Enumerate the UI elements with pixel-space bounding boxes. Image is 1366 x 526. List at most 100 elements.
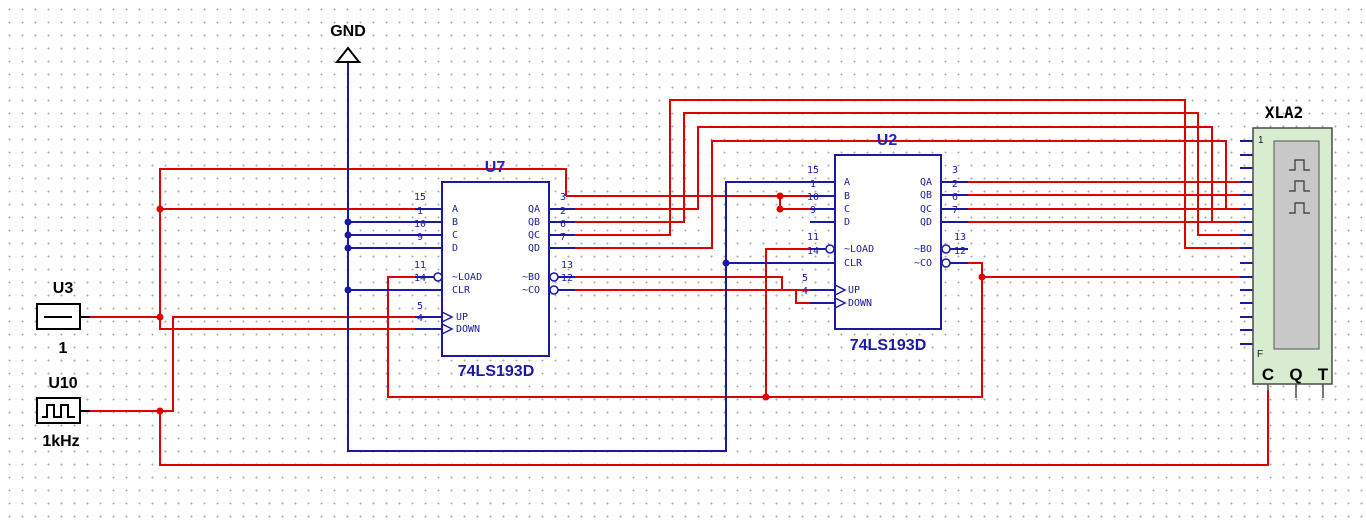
pin-name: D <box>844 217 850 228</box>
junction-dot <box>776 205 784 213</box>
wire-u3-to-u7-a[interactable] <box>159 168 567 317</box>
inversion-bubble-icon <box>549 285 559 295</box>
pin-name: UP <box>456 312 468 323</box>
pin-number: 5 <box>417 301 423 312</box>
pin-number: 4 <box>802 286 808 297</box>
blue-wires <box>347 62 810 452</box>
pin-number: 3 <box>952 165 958 176</box>
xla2-input-pins <box>1240 140 1253 345</box>
wire-clock-to-analyzer[interactable] <box>90 390 1269 466</box>
junction-dot <box>344 286 352 294</box>
u10-clock-source[interactable]: U10 1kHz <box>36 375 90 450</box>
pin-name: ~BO <box>522 272 540 283</box>
u10-value-label: 1kHz <box>42 433 79 450</box>
pin-name: ~LOAD <box>452 272 482 283</box>
pin-name: QB <box>920 190 932 201</box>
wire-u2-co-to-analyzer[interactable] <box>952 262 1240 278</box>
wire-clock-to-u7-up[interactable] <box>160 316 415 412</box>
junction-dot <box>156 407 164 415</box>
pin-number: 2 <box>560 206 566 217</box>
pin-name: C <box>452 230 458 241</box>
u7-body <box>441 181 550 357</box>
inversion-bubble-icon <box>825 244 835 254</box>
pin-name: C <box>844 204 850 215</box>
pin-name: B <box>844 191 850 202</box>
red-wires <box>90 99 1269 466</box>
pin-name: UP <box>848 285 860 296</box>
pin-number: 12 <box>954 246 966 257</box>
u7-chip[interactable]: U7 15 1 10 9 11 14 5 4 A B C D <box>414 159 575 380</box>
pin-number: 14 <box>414 273 426 284</box>
u3-ref-label: U3 <box>53 280 74 297</box>
wire-gnd-bus[interactable] <box>347 62 810 452</box>
wire-u7-qd-to-analyzer[interactable] <box>550 140 1240 249</box>
pin-name: ~CO <box>914 258 932 269</box>
wire-u7-co-to-u2-down[interactable] <box>560 289 810 304</box>
xla2-bottom-label: F <box>1257 349 1263 360</box>
xla2-logic-analyzer[interactable]: XLA2 1 F C Q <box>1240 103 1333 398</box>
junction-dot <box>776 192 784 200</box>
wire-u7-bo-to-u2-up[interactable] <box>560 276 810 291</box>
wire-feedback-to-u2-load[interactable] <box>765 248 826 397</box>
pin-name: CLR <box>452 285 471 296</box>
pin-number: 5 <box>802 273 808 284</box>
pin-number: 9 <box>810 205 816 216</box>
pin-number: 13 <box>561 260 573 271</box>
ground-icon <box>334 46 362 63</box>
pin-name: D <box>452 243 458 254</box>
wire-u7-qa-to-u2-d[interactable] <box>779 196 810 210</box>
junction-dot <box>722 259 730 267</box>
pin-number: 1 <box>417 206 423 217</box>
clock-edge-icon <box>834 284 847 296</box>
pin-number: 6 <box>560 219 566 230</box>
pin-name: QA <box>528 204 540 215</box>
pin-name: ~BO <box>914 244 932 255</box>
gnd-symbol[interactable]: GND <box>330 23 366 63</box>
pin-name: A <box>452 204 458 215</box>
pin-number: 11 <box>807 232 819 243</box>
clock-edge-icon <box>441 311 454 323</box>
junction-dot <box>344 218 352 226</box>
junctions <box>156 192 986 415</box>
u7-ref-label: U7 <box>485 159 506 176</box>
wire-u3-to-u7-down[interactable] <box>90 316 415 330</box>
pin-name: QC <box>920 204 932 215</box>
pin-number: 2 <box>952 179 958 190</box>
pin-number: 9 <box>417 232 423 243</box>
square-wave-icon <box>42 404 75 418</box>
pin-number: 13 <box>954 232 966 243</box>
pin-number: 12 <box>561 273 573 284</box>
gnd-label: GND <box>330 23 366 40</box>
wire-u7-qb-to-analyzer[interactable] <box>550 112 1240 236</box>
pin-name: ~LOAD <box>844 244 874 255</box>
inversion-bubble-icon <box>941 244 951 254</box>
clock-edge-icon <box>834 297 847 309</box>
junction-dot <box>344 231 352 239</box>
pin-number: 10 <box>414 219 426 230</box>
u2-chip[interactable]: U2 15 1 10 9 11 14 5 4 A B C D <box>802 132 968 354</box>
waveform-icon <box>1289 159 1310 214</box>
pin-name: DOWN <box>848 298 872 309</box>
pin-number: 3 <box>560 192 566 203</box>
u3-value-label: 1 <box>59 340 68 357</box>
u10-ref-label: U10 <box>48 375 77 392</box>
pin-name: A <box>844 177 850 188</box>
xla2-pin-c-label: C <box>1262 365 1274 384</box>
pin-name: QD <box>528 243 540 254</box>
pin-number: 15 <box>807 165 819 176</box>
inversion-bubble-icon <box>549 272 559 282</box>
pin-name: CLR <box>844 258 863 269</box>
junction-dot <box>762 393 770 401</box>
wire-u7-qc-to-analyzer[interactable] <box>550 99 1240 249</box>
u2-body <box>834 154 942 330</box>
pin-name: QC <box>528 230 540 241</box>
pin-number: 15 <box>414 192 426 203</box>
wire-feedback-to-u7-load[interactable] <box>387 276 983 398</box>
pin-name: B <box>452 217 458 228</box>
u3-source[interactable]: U3 1 <box>36 280 90 357</box>
wire-u7-qa-to-analyzer[interactable] <box>550 126 1240 223</box>
xla2-pin-t-label: T <box>1318 365 1329 384</box>
pin-number: 4 <box>417 313 423 324</box>
clock-edge-icon <box>441 323 454 335</box>
